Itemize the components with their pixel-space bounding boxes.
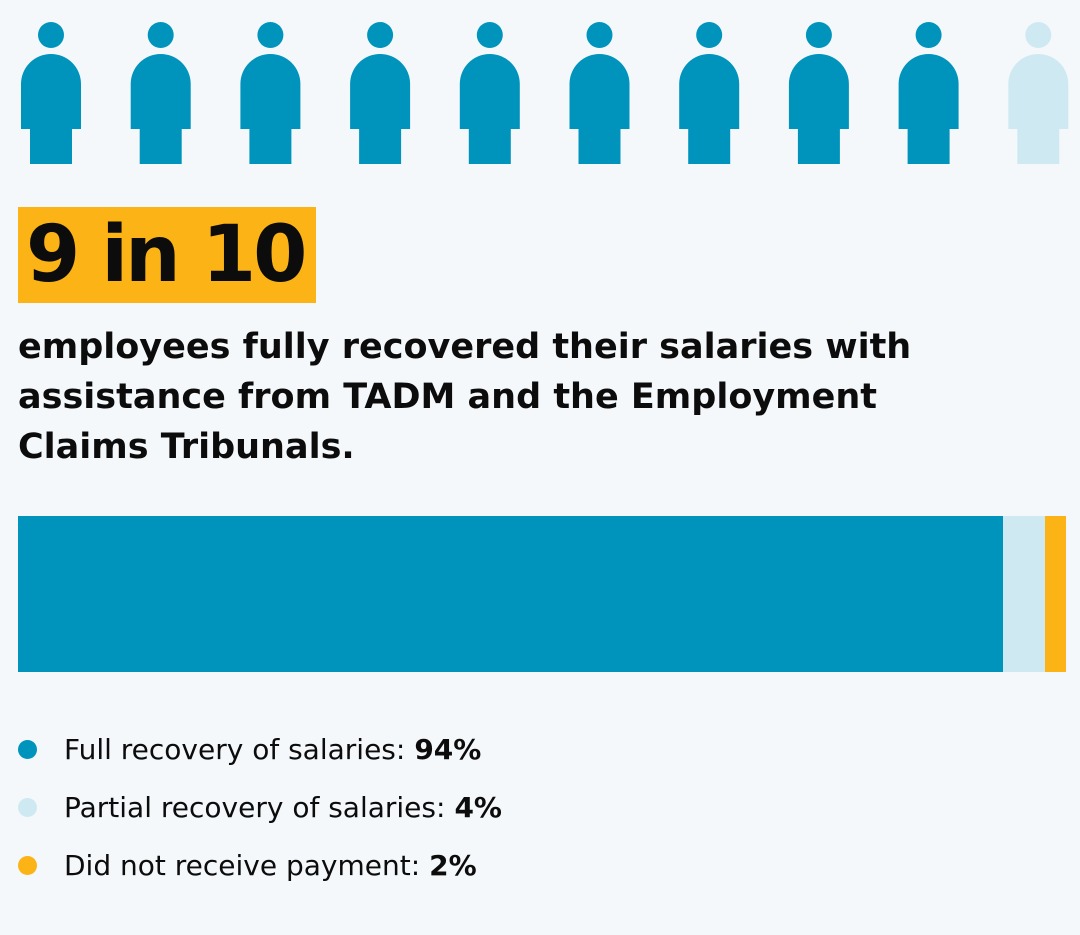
person-icon [898, 22, 959, 164]
headline-highlight: 9 in 10 [18, 207, 317, 303]
person-icon [569, 22, 630, 164]
headline: 9 in 10 [26, 210, 307, 300]
person-icon [788, 22, 849, 164]
bar-segment [1045, 516, 1066, 672]
legend-label: Full recovery of salaries: [64, 732, 406, 766]
headline-description: employees fully recovered their salaries… [18, 327, 912, 467]
person-icon [350, 22, 411, 164]
person-icon [679, 22, 740, 164]
bar-segment [18, 516, 1004, 672]
legend-item: Full recovery of salaries:94% [18, 720, 502, 778]
legend-value: 2% [429, 848, 477, 882]
person-icon [240, 22, 301, 164]
legend-dot-icon [18, 797, 37, 817]
legend-label: Did not receive payment: [64, 848, 421, 882]
person-icon [21, 22, 81, 164]
people-pictogram [21, 22, 1069, 164]
legend-dot-icon [18, 855, 37, 875]
legend-item: Partial recovery of salaries:4% [18, 778, 502, 836]
bar-segment [1003, 516, 1046, 672]
legend-value: 4% [454, 790, 502, 824]
legend-item: Did not receive payment:2% [18, 836, 502, 894]
legend: Full recovery of salaries:94%Partial rec… [18, 720, 502, 894]
legend-label: Partial recovery of salaries: [64, 790, 446, 824]
person-icon [1008, 22, 1069, 164]
stacked-bar [18, 516, 1066, 672]
person-icon [459, 22, 520, 164]
legend-dot-icon [18, 739, 37, 759]
legend-value: 94% [414, 732, 482, 766]
person-icon [130, 22, 191, 164]
